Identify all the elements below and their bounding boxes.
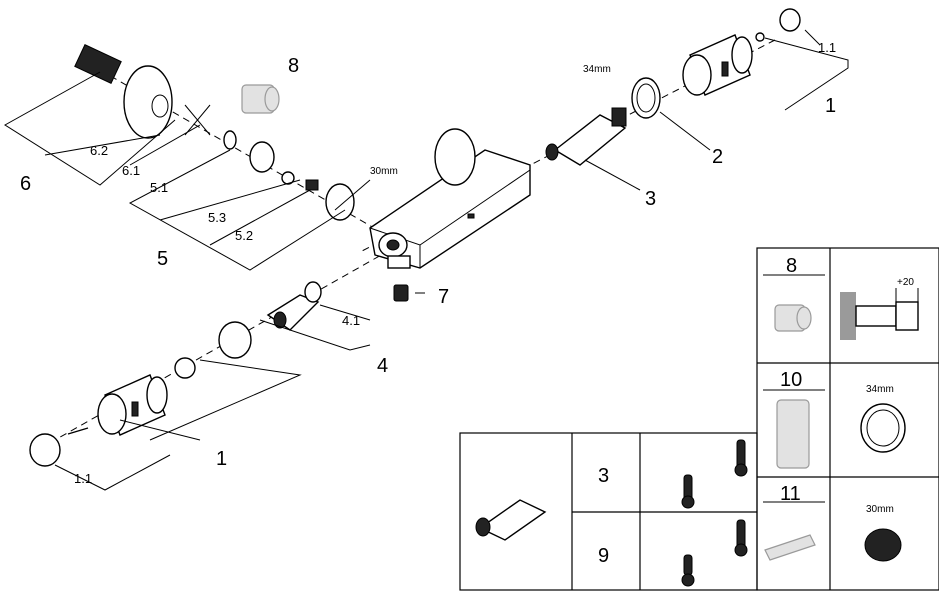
legend-3: 3 — [598, 465, 609, 487]
legend-11: 11 — [780, 483, 801, 505]
legend-10: 10 — [780, 369, 802, 391]
callout-6-1: 6.1 — [122, 163, 140, 178]
legend-8-part — [774, 304, 812, 332]
legend-8: 8 — [786, 255, 797, 277]
callout-4: 4 — [377, 355, 388, 377]
legend-install-diagram — [840, 288, 919, 340]
assembly-axis-upper-left — [99, 69, 396, 241]
callout-5-2: 5.2 — [235, 228, 253, 243]
legend-30mm: 30mm — [866, 504, 894, 515]
cap-screw-left — [29, 427, 89, 467]
dim-30mm-top: 30mm — [370, 166, 398, 177]
callout-1-1-top: 1.1 — [818, 40, 836, 55]
legend-grid-bottom — [459, 432, 758, 591]
callout-5-3: 5.3 — [208, 210, 226, 225]
callout-5-1: 5.1 — [150, 180, 168, 195]
callout-2: 2 — [712, 146, 723, 168]
cartridge-lower — [174, 281, 322, 379]
part-7-nut — [393, 284, 409, 302]
callout-5: 5 — [157, 248, 168, 270]
legend-thermometer-3 — [681, 439, 748, 509]
part-8-ghost — [241, 84, 280, 114]
callout-3: 3 — [645, 188, 656, 210]
thermostat-body — [369, 128, 531, 269]
callout-1-1-bottom: 1.1 — [74, 471, 92, 486]
legend-grid-right — [756, 247, 939, 591]
adapter-ring-34mm — [631, 77, 661, 119]
wall-connector-6 — [74, 44, 173, 139]
small-parts-5 — [184, 104, 355, 221]
legend-34mm: 34mm — [866, 384, 894, 395]
legend-thermometer-9 — [681, 519, 748, 587]
legend-30mm-nut — [864, 528, 902, 562]
dim-34mm-top: 34mm — [583, 64, 611, 75]
cartridge-top — [545, 107, 627, 166]
legend-11-wrench — [764, 534, 816, 561]
callout-4-1: 4.1 — [342, 313, 360, 328]
handle-right — [682, 34, 753, 96]
callout-1-top: 1 — [825, 95, 836, 117]
legend-10-part — [776, 399, 810, 469]
callout-6-2: 6.2 — [90, 143, 108, 158]
legend-cartridge — [475, 499, 547, 541]
handle-left — [97, 374, 168, 436]
callout-1-bottom: 1 — [216, 448, 227, 470]
callout-6: 6 — [20, 173, 31, 195]
cap-screw-right — [755, 8, 801, 42]
callout-7: 7 — [438, 286, 449, 308]
callout-8: 8 — [288, 55, 299, 77]
legend-34mm-ring — [860, 403, 906, 453]
leader-lines — [4, 29, 849, 491]
legend-offset: +20 — [897, 277, 914, 288]
legend-9: 9 — [598, 545, 609, 567]
